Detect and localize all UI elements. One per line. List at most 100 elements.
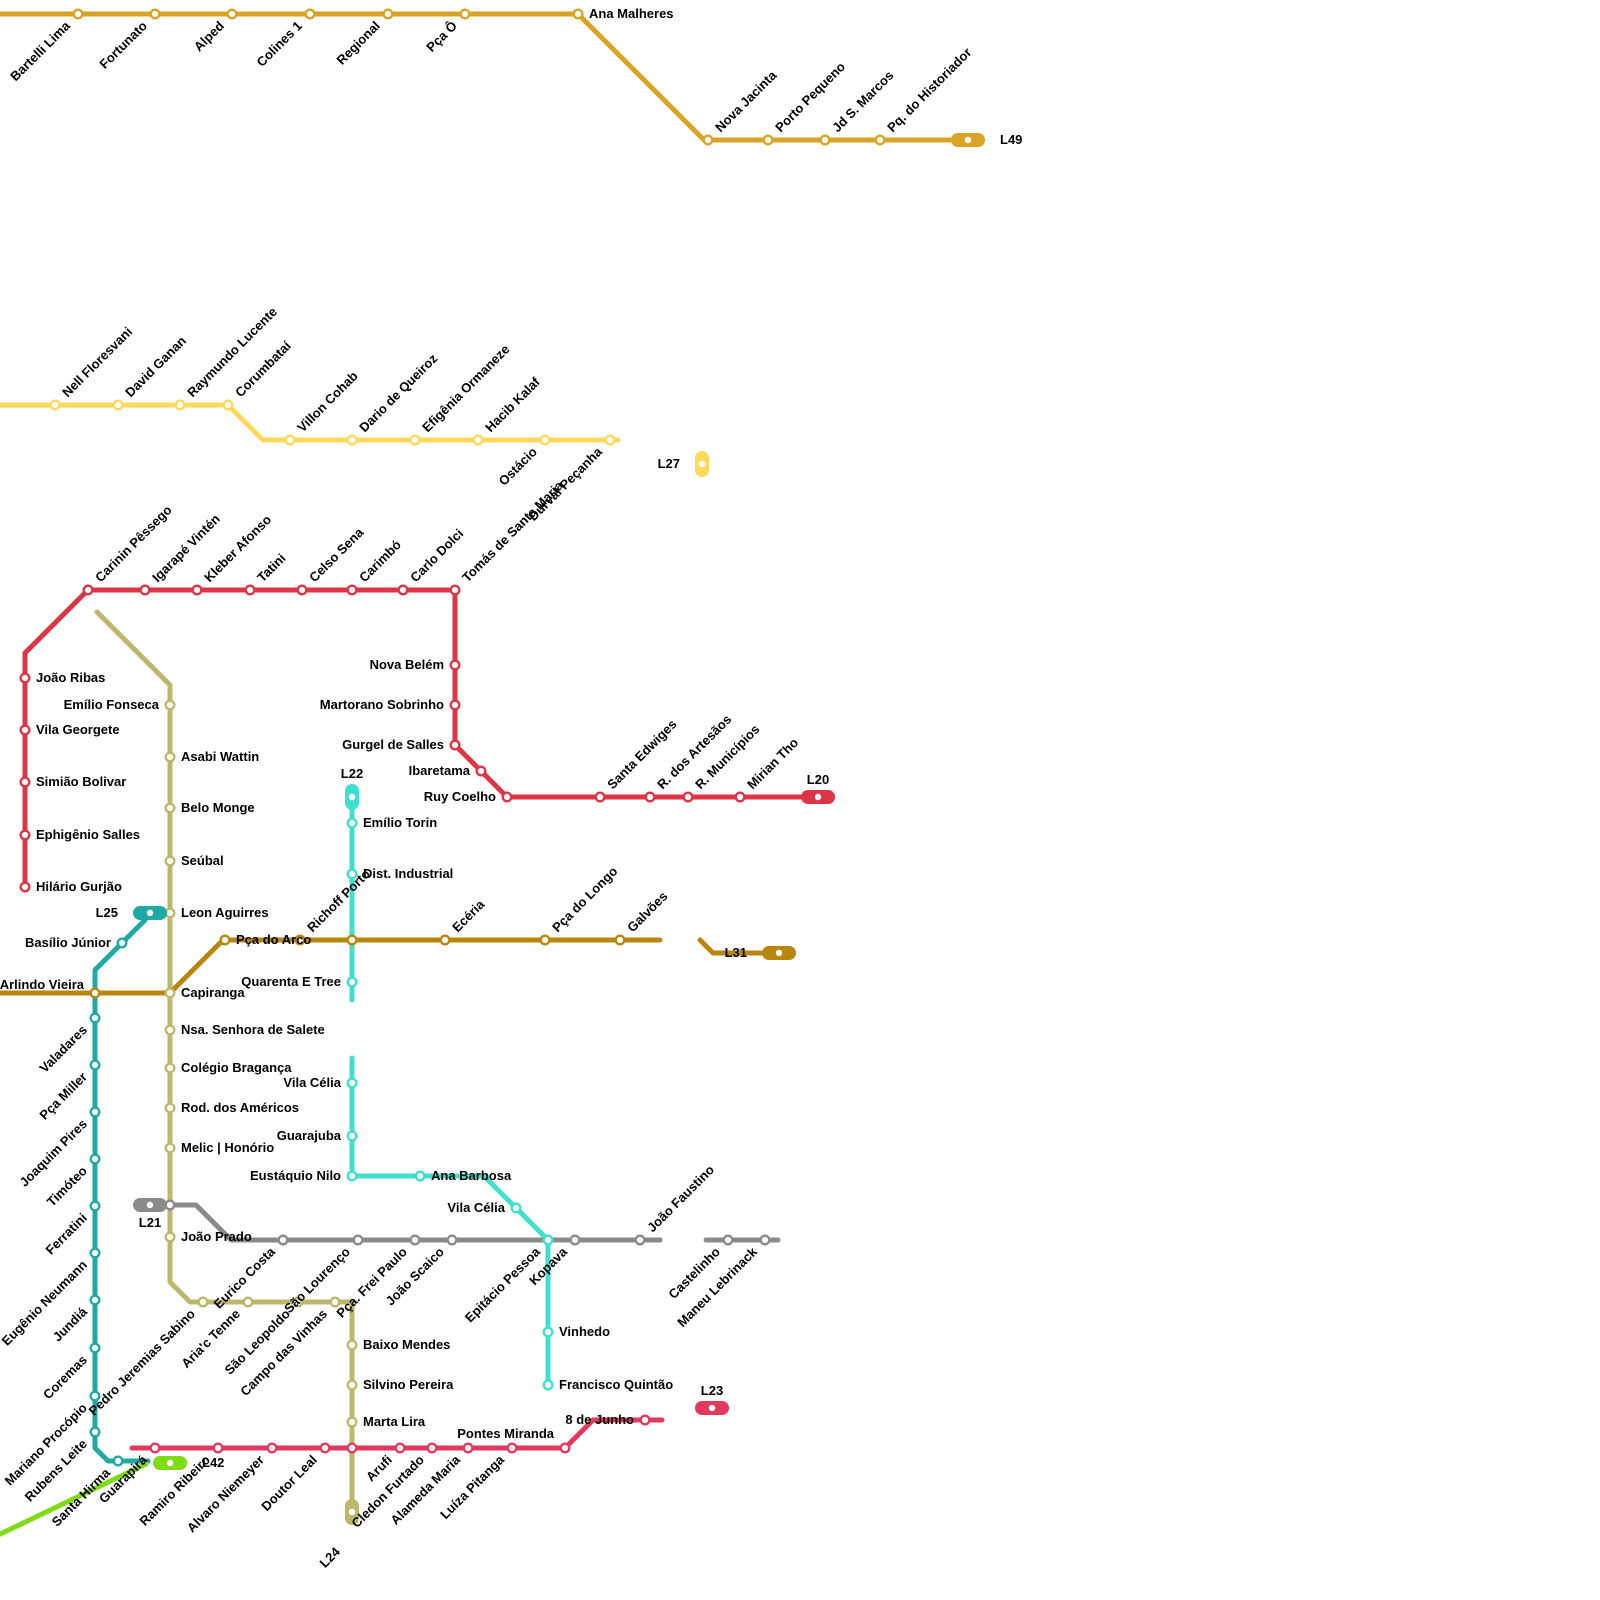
line-path-L49 bbox=[0, 11, 953, 143]
terminal-pill-dot bbox=[964, 136, 972, 144]
station-dot-L20 bbox=[19, 776, 31, 788]
station-dot-L49 bbox=[382, 8, 394, 20]
station-dot-L49 bbox=[459, 8, 471, 20]
station-dot-L20 bbox=[501, 791, 513, 803]
station-dot-L22 bbox=[510, 1202, 522, 1214]
line-path-L42 bbox=[0, 1461, 149, 1537]
station-dot-L25 bbox=[89, 1390, 101, 1402]
station-dot-L25 bbox=[89, 1153, 101, 1165]
station-dot-L27 bbox=[409, 434, 421, 446]
station-dot-L23 bbox=[149, 1442, 161, 1454]
station-dot-L21 bbox=[352, 1234, 364, 1246]
terminal-pill-dot bbox=[775, 949, 783, 957]
station-dot-L21 bbox=[277, 1234, 289, 1246]
station-dot-L25 bbox=[116, 937, 128, 949]
station-dot-L20 bbox=[19, 672, 31, 684]
station-dot-L24 bbox=[197, 1296, 209, 1308]
line-path-L24 bbox=[94, 609, 355, 1501]
terminal-pill-dot bbox=[698, 460, 706, 468]
station-dot-L31 bbox=[294, 934, 306, 946]
interchange-dot bbox=[346, 934, 358, 946]
station-dot-L27 bbox=[604, 434, 616, 446]
station-dot-L20 bbox=[296, 584, 308, 596]
station-dot-L21 bbox=[759, 1234, 771, 1246]
station-dot-L23 bbox=[319, 1442, 331, 1454]
station-dot-L22 bbox=[542, 1379, 554, 1391]
terminal-pill-dot bbox=[814, 793, 822, 801]
station-dot-L25 bbox=[89, 1247, 101, 1259]
station-dot-L24 bbox=[329, 1296, 341, 1308]
station-dot-L20 bbox=[449, 584, 461, 596]
station-dot-L21 bbox=[409, 1234, 421, 1246]
station-dot-L25 bbox=[89, 1200, 101, 1212]
station-dot-L25 bbox=[89, 1059, 101, 1071]
station-dot-L22 bbox=[346, 976, 358, 988]
station-dot-L31 bbox=[439, 934, 451, 946]
station-dot-L27 bbox=[49, 399, 61, 411]
station-dot-L24 bbox=[292, 1296, 304, 1308]
station-dot-L23 bbox=[266, 1442, 278, 1454]
line-path-L31 bbox=[697, 937, 765, 956]
line-path-L20 bbox=[22, 587, 805, 893]
station-dot-L21 bbox=[722, 1234, 734, 1246]
station-dot-L22 bbox=[542, 1234, 554, 1246]
station-dot-L24 bbox=[164, 1024, 176, 1036]
station-dot-L20 bbox=[449, 739, 461, 751]
station-dot-L24 bbox=[164, 1231, 176, 1243]
station-dot-L25 bbox=[89, 1012, 101, 1024]
station-dot-L24 bbox=[346, 1416, 358, 1428]
station-dot-L23 bbox=[639, 1414, 651, 1426]
line-path-L22 bbox=[349, 1055, 551, 1391]
terminal-pill-dot bbox=[166, 1459, 174, 1467]
station-dot-L24 bbox=[164, 855, 176, 867]
station-dot-L24 bbox=[164, 751, 176, 763]
station-dot-L20 bbox=[19, 829, 31, 841]
station-dot-L20 bbox=[191, 584, 203, 596]
station-dot-L23 bbox=[506, 1442, 518, 1454]
station-dot-L20 bbox=[644, 791, 656, 803]
station-dot-L27 bbox=[284, 434, 296, 446]
station-dot-L23 bbox=[462, 1442, 474, 1454]
station-dot-L24 bbox=[164, 802, 176, 814]
interchange-dot bbox=[346, 1442, 358, 1454]
station-dot-L25 bbox=[89, 1342, 101, 1354]
station-dot-L27 bbox=[539, 434, 551, 446]
terminal-pill-dot bbox=[348, 793, 356, 801]
station-dot-L24 bbox=[346, 1379, 358, 1391]
station-dot-L20 bbox=[19, 724, 31, 736]
station-dot-L27 bbox=[346, 434, 358, 446]
station-dot-L31 bbox=[219, 934, 231, 946]
station-dot-L22 bbox=[414, 1170, 426, 1182]
terminal-pill-dot bbox=[708, 1404, 716, 1412]
station-dot-L20 bbox=[449, 699, 461, 711]
station-dot-L49 bbox=[874, 134, 886, 146]
terminal-pill-dot bbox=[348, 1508, 356, 1516]
station-dot-L27 bbox=[472, 434, 484, 446]
station-dot-L22 bbox=[346, 1170, 358, 1182]
station-dot-L31 bbox=[89, 987, 101, 999]
terminal-pill-dot bbox=[146, 1201, 154, 1209]
station-dot-L49 bbox=[572, 8, 584, 20]
station-dot-L49 bbox=[226, 8, 238, 20]
station-dot-L49 bbox=[149, 8, 161, 20]
station-dot-L22 bbox=[346, 868, 358, 880]
station-dot-L27 bbox=[112, 399, 124, 411]
station-dot-L21 bbox=[446, 1234, 458, 1246]
station-dot-L22 bbox=[542, 1326, 554, 1338]
station-dot-L24 bbox=[164, 699, 176, 711]
station-dot-L27 bbox=[174, 399, 186, 411]
station-dot-L20 bbox=[594, 791, 606, 803]
station-dot-L20 bbox=[244, 584, 256, 596]
station-dot-L20 bbox=[682, 791, 694, 803]
station-dot-L25 bbox=[89, 1426, 101, 1438]
station-dot-L24 bbox=[164, 1142, 176, 1154]
station-dot-L25 bbox=[89, 1294, 101, 1306]
station-dot-L49 bbox=[762, 134, 774, 146]
station-dot-L31 bbox=[539, 934, 551, 946]
station-dot-L27 bbox=[222, 399, 234, 411]
station-dot-L24 bbox=[242, 1296, 254, 1308]
station-dot-L25 bbox=[112, 1455, 124, 1467]
station-dot-L23 bbox=[559, 1442, 571, 1454]
